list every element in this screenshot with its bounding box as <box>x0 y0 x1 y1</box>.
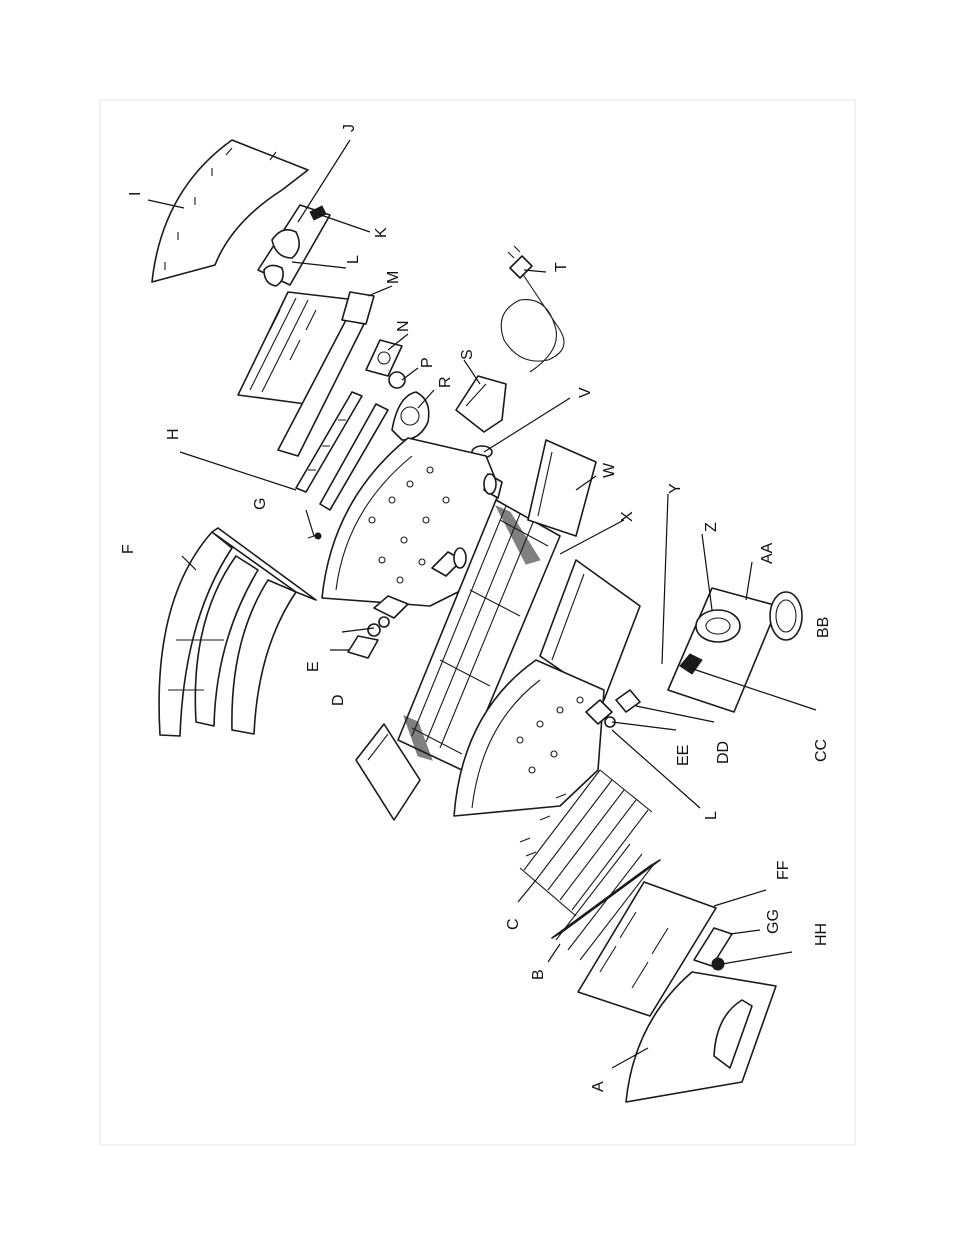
callout-x: X <box>619 511 636 522</box>
callout-b: B <box>530 969 547 980</box>
part-bb-ring <box>770 592 802 640</box>
callout-n: N <box>395 320 412 332</box>
callout-j: J <box>341 124 358 132</box>
callout-h: H <box>165 428 182 440</box>
callout-p: P <box>419 357 436 368</box>
callout-k: K <box>373 227 390 238</box>
part-w-tray <box>528 440 596 536</box>
callout-ff: FF <box>775 860 792 880</box>
part-d-cap <box>348 636 378 658</box>
part-s-housing <box>456 376 506 432</box>
part-aa-fan-plate <box>668 588 778 712</box>
part-dd-foot <box>616 690 640 712</box>
part-z-fan <box>696 610 740 642</box>
callout-g: G <box>252 498 269 510</box>
callout-v: V <box>577 387 594 398</box>
callout-m: M <box>385 271 402 284</box>
callout-t: T <box>553 262 570 272</box>
callout-l-upper: L <box>345 255 362 264</box>
callout-cc: CC <box>813 739 830 762</box>
part-k-l-control-bracket <box>258 205 330 286</box>
callout-w: W <box>601 462 618 478</box>
callout-gg: GG <box>765 909 782 934</box>
part-n-switch-plate <box>366 340 402 376</box>
callout-r: R <box>437 376 454 388</box>
callout-c: C <box>505 918 522 930</box>
part-f-top-cover <box>159 528 316 736</box>
callout-i: I <box>127 192 144 196</box>
callout-a: A <box>590 1081 607 1092</box>
callout-f: F <box>120 544 137 554</box>
callout-s: S <box>459 349 476 360</box>
callout-l-lower: L <box>703 811 720 820</box>
callout-bb: BB <box>815 617 832 638</box>
callout-ee: EE <box>675 745 692 766</box>
callout-y: Y <box>667 483 684 494</box>
part-m-block <box>342 292 374 324</box>
part-r-motor <box>392 392 429 440</box>
callout-e: E <box>305 661 322 672</box>
callout-dd: DD <box>715 741 732 764</box>
callout-hh: HH <box>813 923 830 946</box>
callout-aa: AA <box>759 542 776 564</box>
callout-z: Z <box>703 522 720 532</box>
callout-d: D <box>330 694 347 706</box>
part-g-screw <box>308 533 321 539</box>
